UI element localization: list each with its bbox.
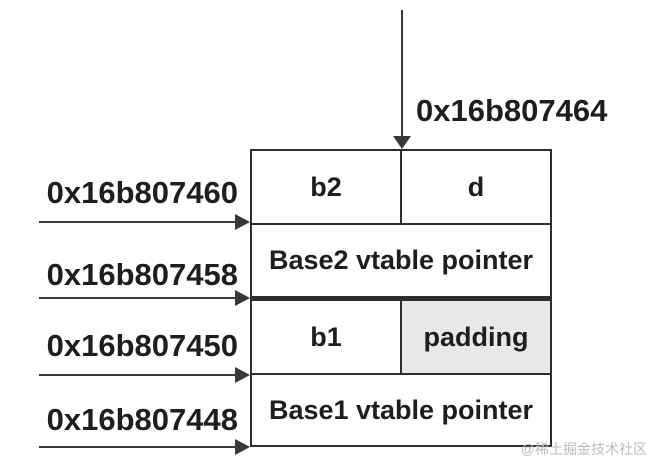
right-arrowhead-icon-4 [235,439,250,455]
memory-layout-table: b2 d Base2 vtable pointer b1 padding Bas… [250,149,552,447]
cell-d: d [467,171,485,202]
cell-padding: padding [402,301,550,373]
watermark-text: @稀土掘金技术社区 [520,441,647,457]
right-arrow-line-4 [39,446,236,448]
table-row-base1-vtable: Base1 vtable pointer [252,375,550,445]
cell-base2-vtable-pointer: Base2 vtable pointer [268,245,534,275]
right-arrow-line-2 [39,297,236,299]
down-arrow-line [401,10,403,137]
address-label-4: 0x16b807448 [46,402,238,437]
cell-b1: b1 [252,301,402,373]
table-row-base2-vtable: Base2 vtable pointer [252,225,550,301]
cell-b2: b2 [252,151,402,223]
address-label-3: 0x16b807450 [46,328,238,363]
down-arrowhead-icon [393,136,411,149]
table-row-b1-padding: b1 padding [252,301,550,375]
cell-base1-vtable-pointer: Base1 vtable pointer [268,394,534,425]
address-label-2: 0x16b807458 [46,257,238,292]
address-label-1: 0x16b807460 [46,175,238,210]
right-arrowhead-icon-1 [235,214,250,230]
table-row-b2-d: b2 d [252,151,550,225]
address-label-top: 0x16b807464 [416,93,608,128]
right-arrowhead-icon-3 [235,367,250,383]
right-arrow-line-1 [39,221,236,223]
right-arrow-line-3 [39,374,236,376]
right-arrowhead-icon-2 [235,290,250,306]
